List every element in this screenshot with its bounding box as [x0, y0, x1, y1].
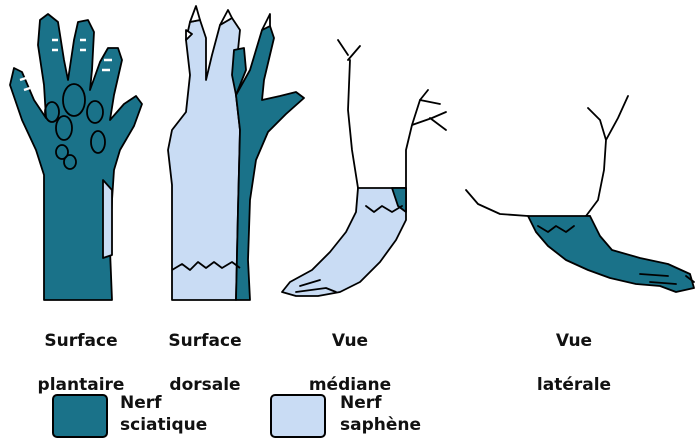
medial-branch	[338, 40, 446, 130]
legend-label-sciatique: Nerf sciatique	[120, 392, 207, 436]
plantar-paw-saphenous-strip	[103, 180, 112, 258]
legend-line: sciatique	[120, 415, 207, 435]
label-line: Vue	[332, 331, 368, 351]
lateral-leg-outline	[466, 96, 628, 216]
label-line: Surface	[168, 331, 241, 351]
label-vue-mediane: Vue médiane	[300, 308, 400, 396]
medial-view	[282, 40, 446, 296]
legend-swatch-saphene	[270, 394, 326, 438]
medial-leg-outline	[348, 60, 446, 188]
label-surface-plantaire: Surface plantaire	[26, 308, 136, 396]
dorsal-paw-saphenous-area	[168, 18, 240, 300]
legend-line: Nerf	[120, 393, 162, 413]
label-line: latérale	[537, 375, 611, 395]
label-vue-laterale: Vue latérale	[524, 308, 624, 396]
legend-label-saphene: Nerf saphène	[340, 392, 421, 436]
label-line: Vue	[556, 331, 592, 351]
legend-line: saphène	[340, 415, 421, 435]
medial-saphenous-area	[282, 188, 406, 296]
label-line: Surface	[44, 331, 117, 351]
lateral-view	[466, 96, 694, 292]
label-line: plantaire	[38, 375, 125, 395]
plantar-paw-sciatic-area	[10, 14, 142, 300]
plantar-paw	[10, 14, 142, 300]
label-surface-dorsale: Surface dorsale	[150, 308, 260, 396]
dorsal-paw	[168, 6, 304, 300]
legend-line: Nerf	[340, 393, 382, 413]
legend-swatch-sciatique	[52, 394, 108, 438]
